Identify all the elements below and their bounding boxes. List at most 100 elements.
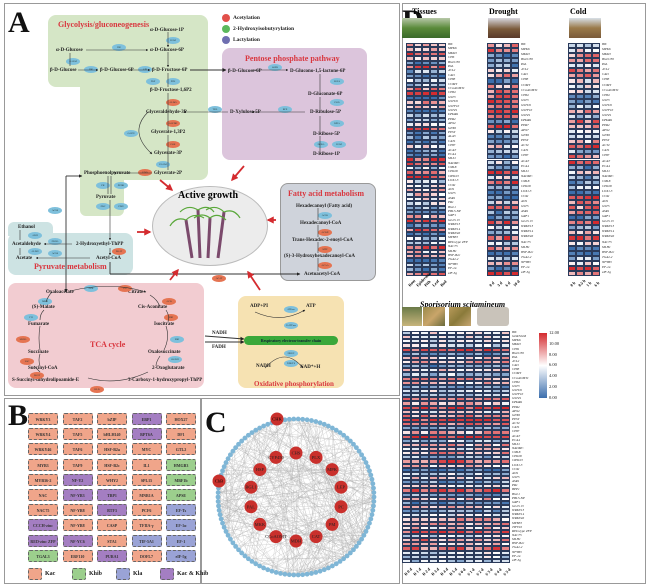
- heatmap-cell: [411, 401, 420, 406]
- heatmap-cell: [438, 500, 447, 505]
- heatmap-row-label: CHI3: [521, 77, 529, 82]
- heatmap-cell: [511, 184, 519, 190]
- heatmap-cell: [576, 200, 584, 206]
- heatmap-cell: [568, 250, 576, 256]
- heatmap-cell: [511, 225, 519, 231]
- enzyme-bubble: ATPase: [284, 306, 298, 313]
- heatmap-cell: [568, 230, 576, 236]
- heatmap-cell: [406, 100, 414, 105]
- heatmap-cell: [584, 98, 592, 104]
- heatmap-cell: [487, 134, 495, 140]
- legend-swatch-kla: [116, 568, 130, 580]
- enzyme-bubble: TKL: [208, 106, 222, 113]
- legend-swatch-kac: [28, 568, 42, 580]
- heatmap-row-label: APX2: [512, 408, 520, 413]
- enzyme-bubble: V-ATPase: [284, 322, 298, 329]
- heatmap-cell: [430, 258, 438, 263]
- heatmap-cell: [492, 476, 501, 481]
- heatmap-cell: [483, 517, 492, 522]
- heatmap-cell: [429, 484, 438, 489]
- heatmap-cell: [465, 422, 474, 427]
- heatmap-cell: [492, 401, 501, 406]
- heatmap-cell: [503, 265, 511, 271]
- heatmap-row-label: LOX1.3: [521, 188, 532, 193]
- heatmap-cell: [503, 270, 511, 276]
- heatmap-cell: [483, 509, 492, 514]
- heatmap-cell: [576, 169, 584, 175]
- metabolite: 2-Oxoglutarate: [152, 366, 185, 371]
- heatmap-cell: [422, 86, 430, 92]
- heatmap-cell: [430, 157, 438, 162]
- heatmap-cell: [474, 409, 483, 414]
- enzyme-bubble: NDUFS: [284, 360, 298, 367]
- heatmap-cell: [420, 496, 429, 501]
- heatmap-cell: [487, 103, 495, 109]
- heatmap-cell: [430, 135, 438, 140]
- heatmap-cell: [495, 78, 503, 84]
- heatmap-cell: [495, 255, 503, 261]
- heatmap-cell: [474, 476, 483, 481]
- heatmap-cell: [483, 451, 492, 456]
- glycolysis-title: Glycolysis/gluconeogenesis: [58, 20, 150, 29]
- heatmap-cell: [465, 409, 474, 414]
- heatmap-cell: [465, 335, 474, 340]
- heatmap-cell: [592, 88, 600, 94]
- heatmap-cell: [402, 442, 411, 447]
- heatmap-cell: [438, 405, 447, 410]
- heatmap-cell: [422, 179, 430, 184]
- heatmap-cell: [414, 148, 422, 153]
- heatmap-cell: [422, 245, 430, 250]
- heatmap-cell: [576, 250, 584, 256]
- tf-cell: TAF5: [62, 428, 93, 441]
- enzyme-bubble: PGM: [166, 37, 180, 44]
- heatmap-cell: [511, 98, 519, 104]
- heatmap-cell: [501, 360, 510, 365]
- heatmap-cell: [483, 339, 492, 344]
- heatmap-cell: [422, 161, 430, 167]
- heatmap-cell: [420, 488, 429, 493]
- heatmap-cell: [414, 188, 422, 193]
- heatmap-cell: [422, 262, 430, 268]
- heatmap-cell: [503, 134, 511, 140]
- heatmap-cell: [414, 113, 422, 118]
- heatmap-row-label: CHS2: [602, 92, 610, 97]
- heatmap-cell: [420, 397, 429, 402]
- heatmap-cell: [483, 513, 492, 518]
- heatmap-cell: [430, 148, 438, 153]
- heatmap-cell: [503, 245, 511, 251]
- heatmap-row-label: COMT: [521, 82, 531, 87]
- heatmap-cell: [406, 148, 414, 153]
- heatmap-row-label: MYB33: [448, 235, 458, 240]
- heatmap-cell: [429, 430, 438, 435]
- heatmap-cell: [447, 393, 456, 398]
- heatmap-cell: [465, 500, 474, 505]
- heatmap-cell: [465, 364, 474, 369]
- heatmap-cell: [429, 471, 438, 476]
- heatmap-cell: [503, 220, 511, 226]
- heatmap-cell: [503, 149, 511, 155]
- heatmap-cell: [456, 529, 465, 534]
- heatmap-cell: [511, 159, 519, 165]
- heatmap-cell: [568, 108, 576, 114]
- heatmap-cell: [447, 459, 456, 464]
- heatmap-cell: [483, 558, 492, 563]
- heatmap-cell: [592, 149, 600, 155]
- heatmap-cell: [584, 230, 592, 236]
- heatmap-cell: [465, 393, 474, 398]
- heatmap-cell: [568, 43, 576, 49]
- heatmap-cell: [414, 166, 422, 171]
- heatmap-cell: [438, 218, 446, 224]
- heatmap-row-label: GPX6: [448, 125, 457, 130]
- heatmap-cell: [447, 401, 456, 406]
- heatmap-cell: [414, 60, 422, 65]
- heatmap-cell: [487, 108, 495, 114]
- heatmap-cell: [429, 364, 438, 369]
- heatmap-cell: [492, 492, 501, 497]
- heatmap-cell: [422, 254, 430, 259]
- heatmap-cell: [422, 174, 430, 180]
- heatmap-cell: [414, 100, 422, 105]
- heatmap-cell: [584, 159, 592, 165]
- tf-cell: WRKY46: [28, 443, 58, 456]
- heatmap-cell: [438, 401, 447, 406]
- legend-dot-acetylation: [222, 14, 230, 22]
